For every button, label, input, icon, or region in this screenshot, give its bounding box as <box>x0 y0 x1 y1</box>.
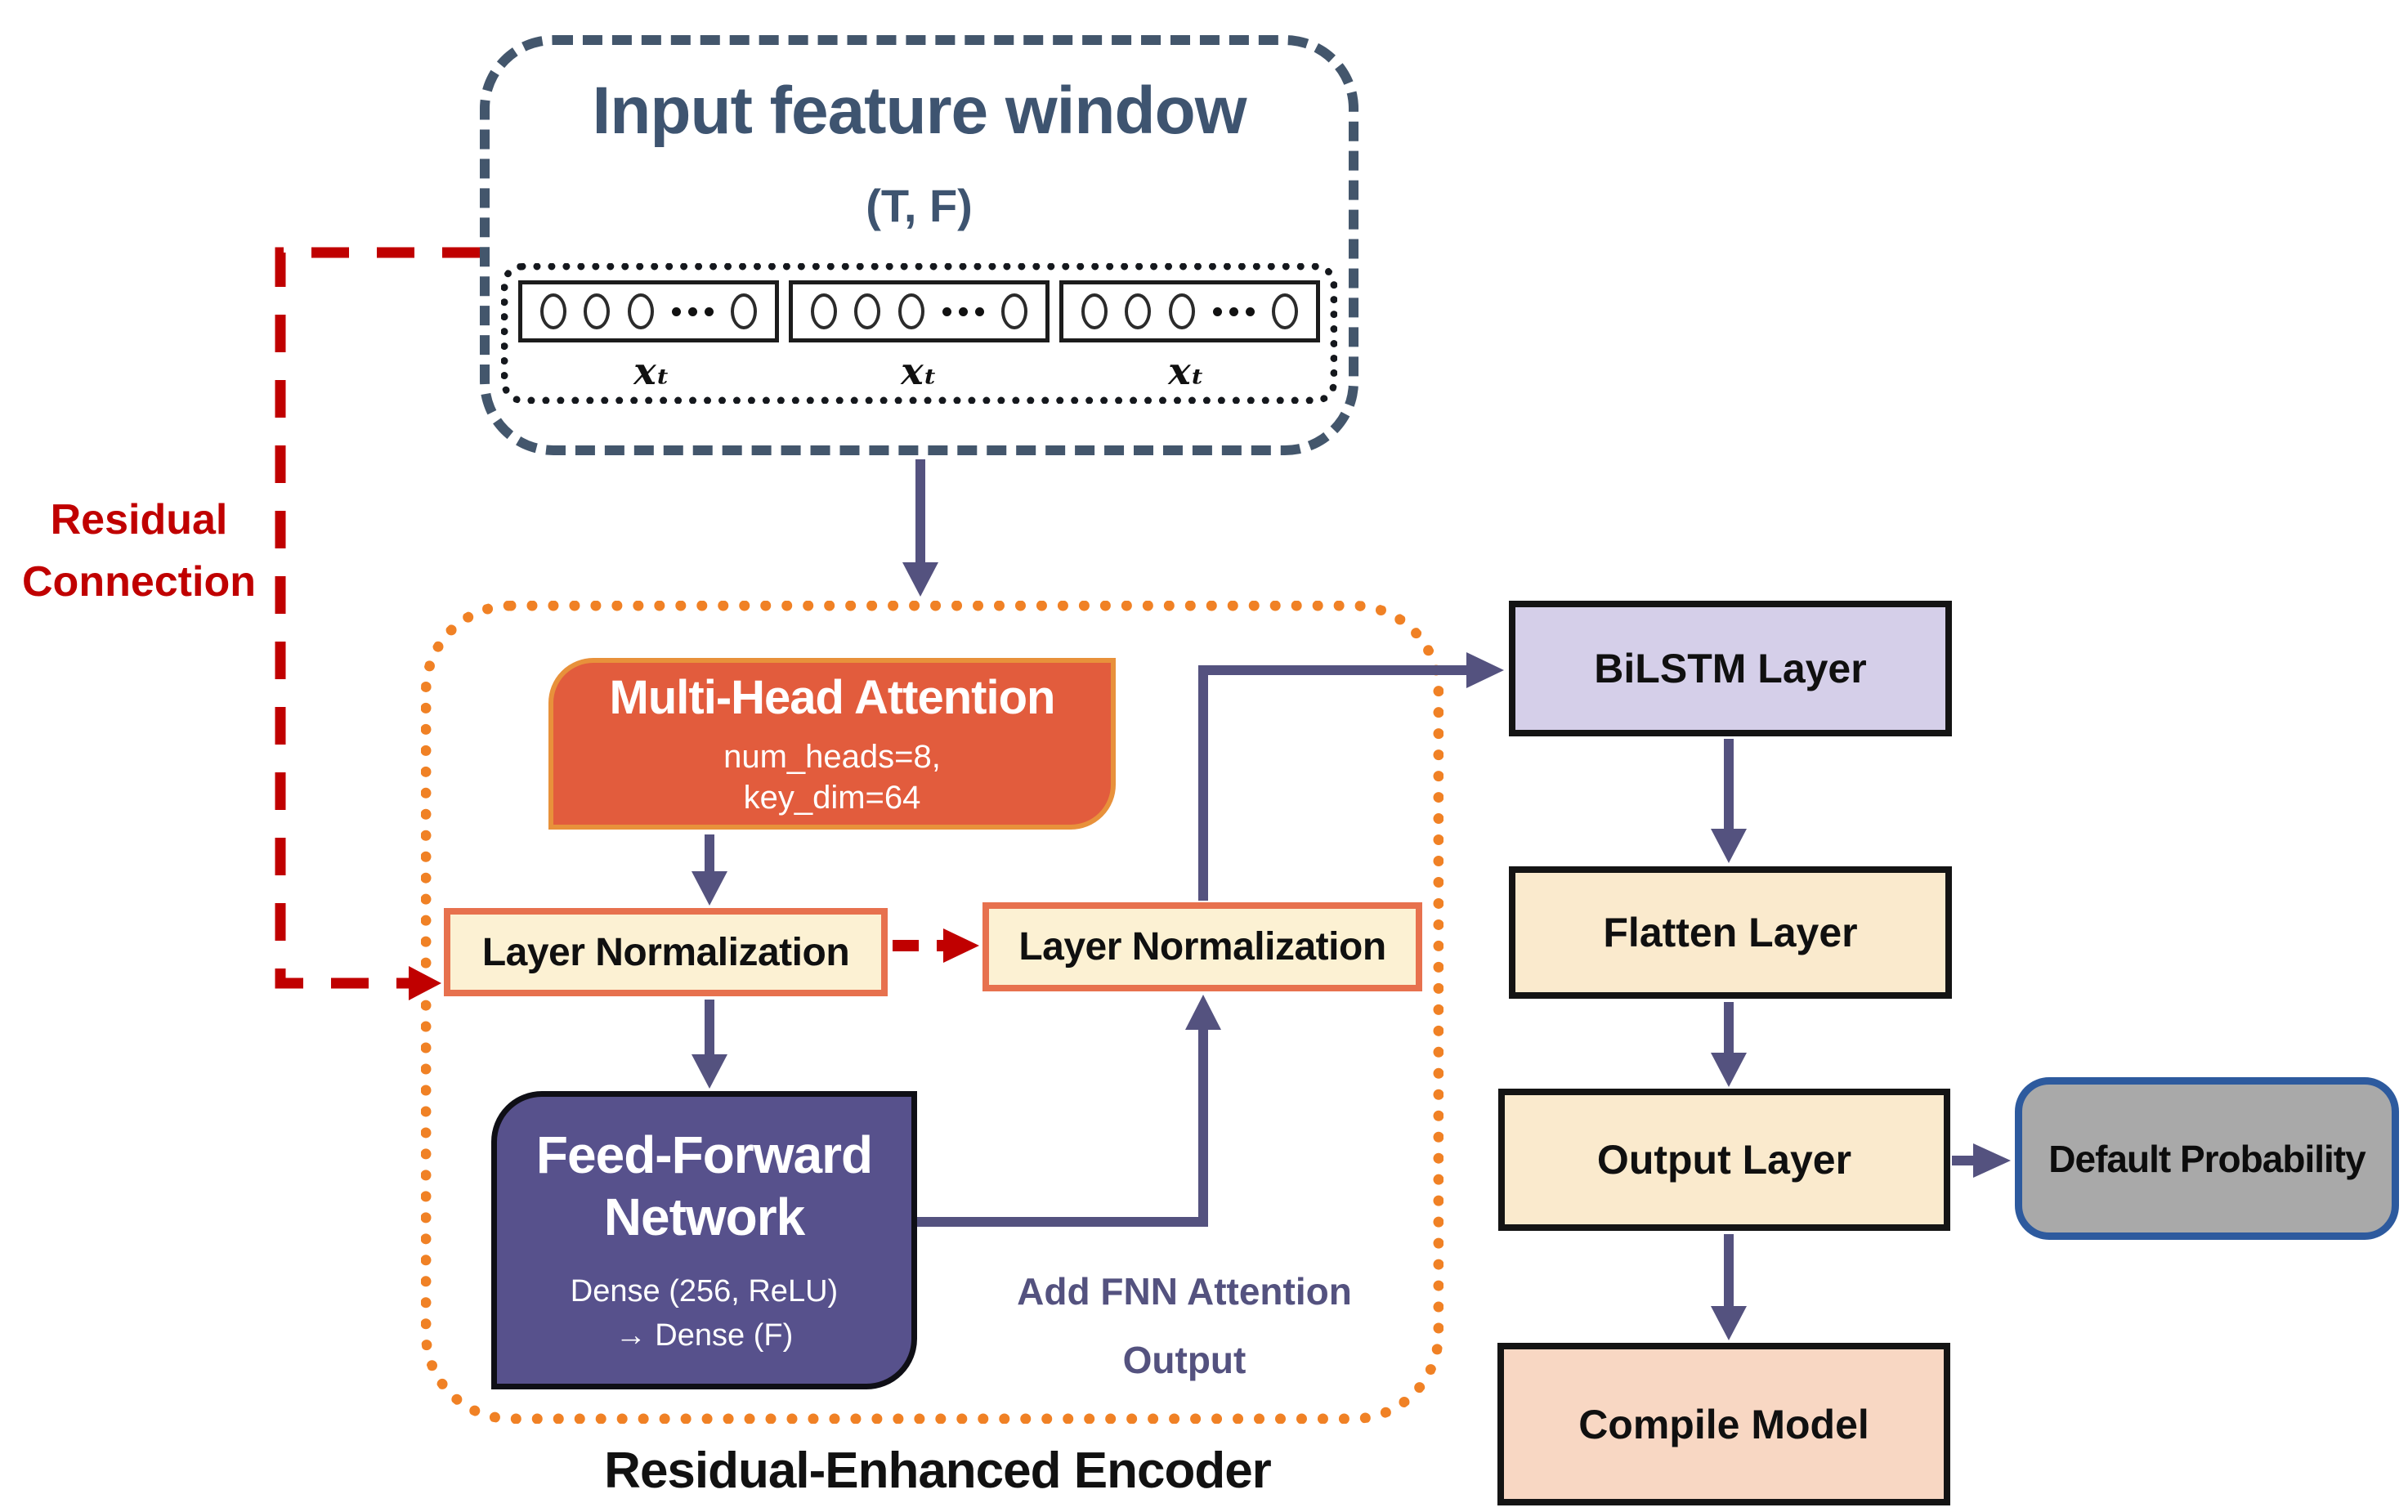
add-note-line2: Output <box>1122 1339 1247 1381</box>
mha-param-keydim: key_dim=64 <box>743 779 921 816</box>
timestep-label: xₜ <box>633 349 670 393</box>
ellipsis-dots-icon <box>942 306 984 316</box>
ffn-to-ln2-arrowhead-icon <box>1185 995 1221 1030</box>
feature-sequence-labels: xₜ xₜ xₜ <box>518 349 1320 393</box>
ffn-title: Feed-Forward Network <box>535 1124 873 1248</box>
residual-connection-label: Residual Connection <box>4 489 274 613</box>
residual-label-line2: Connection <box>22 558 256 606</box>
layer-normalization-1-box: Layer Normalization <box>444 908 888 996</box>
add-fnn-attention-output-label: Add FNN Attention Output <box>939 1257 1430 1394</box>
residual-label-line1: Residual <box>50 496 228 544</box>
feature-node-icon <box>897 293 924 329</box>
bilstm-to-flatten-arrowhead-icon <box>1711 829 1747 863</box>
mha-to-ln1-arrowhead-icon <box>692 871 727 906</box>
output-to-compile-arrowhead-icon <box>1711 1306 1747 1340</box>
feature-node-icon <box>1168 293 1195 329</box>
input-feature-window-box: Input feature window (T, F) <box>480 35 1358 455</box>
encoder-caption: Residual-Enhanced Encoder <box>604 1443 1272 1499</box>
flatten-layer-label: Flatten Layer <box>1603 910 1858 955</box>
flatten-to-output-arrowhead-icon <box>1711 1053 1747 1087</box>
timestep-label: xₜ <box>1168 349 1205 393</box>
ellipsis-dots-icon <box>671 306 714 316</box>
feature-node-icon <box>1081 293 1108 329</box>
ln1-to-ln2-arrowhead-icon <box>943 928 979 963</box>
output-layer-label: Output Layer <box>1596 1137 1852 1183</box>
ffn-params: Dense (256, ReLU) → Dense (F) <box>571 1269 838 1358</box>
bilstm-layer-label: BiLSTM Layer <box>1594 646 1867 691</box>
default-probability-box: Default Probability <box>2015 1077 2399 1240</box>
ffn-title-line1: Feed-Forward <box>535 1125 873 1184</box>
feature-node-icon <box>627 293 654 329</box>
compile-model-box: Compile Model <box>1497 1343 1950 1505</box>
multi-head-attention-box: Multi-Head Attention num_heads=8, key_di… <box>548 658 1116 830</box>
feature-node-icon <box>854 293 881 329</box>
bilstm-layer-box: BiLSTM Layer <box>1509 601 1952 736</box>
mha-param-heads: num_heads=8, <box>723 738 941 775</box>
feature-node-icon <box>1125 293 1152 329</box>
output-layer-box: Output Layer <box>1498 1089 1950 1231</box>
layer-normalization-2-box: Layer Normalization <box>982 902 1422 991</box>
ellipsis-dots-icon <box>1212 306 1255 316</box>
ffn-to-ln2-line <box>917 1030 1208 1227</box>
feature-vector-box <box>1059 280 1320 342</box>
default-probability-label: Default Probability <box>2048 1137 2365 1180</box>
feature-node-icon <box>584 293 611 329</box>
layer-normalization-1-label: Layer Normalization <box>481 930 850 974</box>
layer-normalization-2-label: Layer Normalization <box>1018 925 1386 968</box>
feature-sequence-strip: xₜ xₜ xₜ <box>501 263 1337 404</box>
feature-node-icon <box>539 293 566 329</box>
input-to-encoder-arrowhead-icon <box>902 562 938 597</box>
add-note-line1: Add FNN Attention <box>1017 1270 1352 1313</box>
residual-connection-line <box>275 247 480 989</box>
ln2-to-bilstm-line <box>1198 665 1466 901</box>
residual-arrowhead-icon <box>409 966 441 1000</box>
ffn-title-line2: Network <box>603 1187 806 1246</box>
encoder-boundary-box <box>421 601 1443 1424</box>
feature-node-icon <box>810 293 837 329</box>
feature-vector-box <box>789 280 1050 342</box>
feature-node-icon <box>1272 293 1299 329</box>
feature-sequence-row <box>518 280 1320 342</box>
ffn-param-dense1: Dense (256, ReLU) <box>570 1273 839 1308</box>
feature-vector-box <box>518 280 779 342</box>
ln2-to-bilstm-arrowhead-icon <box>1466 652 1504 688</box>
compile-model-label: Compile Model <box>1578 1401 1869 1447</box>
ln1-to-ffn-arrowhead-icon <box>692 1054 727 1089</box>
input-window-title: Input feature window <box>592 74 1247 148</box>
feed-forward-network-box: Feed-Forward Network Dense (256, ReLU) →… <box>491 1091 917 1389</box>
flatten-layer-box: Flatten Layer <box>1509 866 1952 999</box>
feature-node-icon <box>1001 293 1028 329</box>
timestep-label: xₜ <box>901 349 938 393</box>
input-shape-label: (T, F) <box>866 180 973 231</box>
ffn-param-dense2: → Dense (F) <box>615 1317 794 1353</box>
mha-params: num_heads=8, key_dim=64 <box>723 736 941 818</box>
feature-node-icon <box>731 293 758 329</box>
mha-title: Multi-Head Attention <box>609 670 1056 724</box>
output-to-dp-arrowhead-icon <box>1973 1143 2011 1178</box>
